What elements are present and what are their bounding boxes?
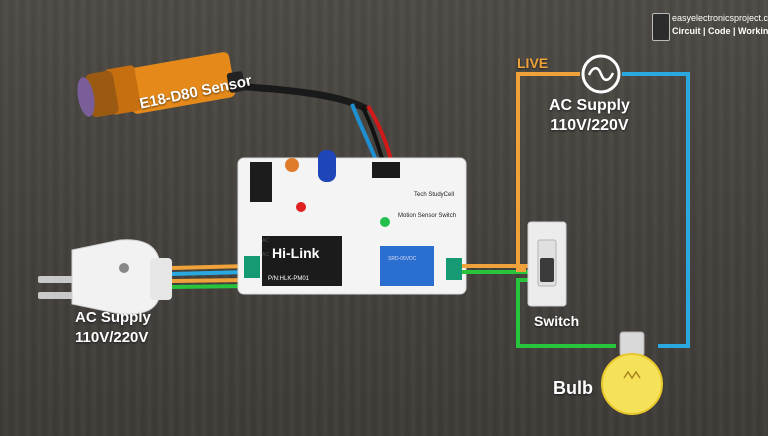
board-terminal-ac-2: AC — [262, 252, 269, 258]
ac-plug — [38, 239, 172, 315]
wall-switch — [527, 221, 567, 307]
ac-supply-top-line2: 110V/220V — [550, 117, 629, 134]
board-terminal-ac-1: AC — [262, 238, 269, 244]
watermark-site: easyelectronicsproject.com — [672, 13, 768, 23]
bulb-label: Bulb — [553, 378, 593, 398]
ac-supply-top-line1: AC Supply — [549, 97, 630, 114]
neutral-wire — [622, 72, 690, 348]
live-wire — [516, 72, 580, 272]
bulb — [601, 331, 663, 415]
pcb-board — [237, 150, 467, 295]
board-module-brand: Hi-Link — [272, 245, 320, 261]
ac-supply-left-line1: AC Supply — [75, 309, 151, 326]
board-relay-label: SRD-05VDC — [388, 256, 417, 262]
board-title: Motion Sensor Switch — [398, 213, 456, 219]
plug-wire-yellow-2 — [171, 278, 249, 283]
board-module-part: P/N:HLK-PM01 — [268, 276, 310, 282]
sensor-cable — [228, 82, 369, 112]
watermark-tagline: Circuit | Code | Working — [672, 26, 768, 36]
ac-supply-left-label: AC Supply 110V/220V — [75, 308, 151, 348]
plug-wire-yellow — [171, 264, 249, 270]
ac-supply-top-label: AC Supply 110V/220V — [549, 96, 630, 136]
switch-label: Switch — [534, 313, 580, 329]
ac-source-symbol — [581, 54, 621, 94]
switch-to-bulb-wire — [516, 278, 616, 348]
board-brand: Tech StudyCell — [414, 192, 454, 198]
plug-wire-green — [171, 284, 249, 289]
logo-icon — [652, 13, 670, 41]
live-label: LIVE — [517, 55, 549, 71]
ac-supply-left-line2: 110V/220V — [75, 329, 149, 346]
sensor-device — [77, 52, 246, 118]
plug-wire-blue — [171, 270, 249, 276]
